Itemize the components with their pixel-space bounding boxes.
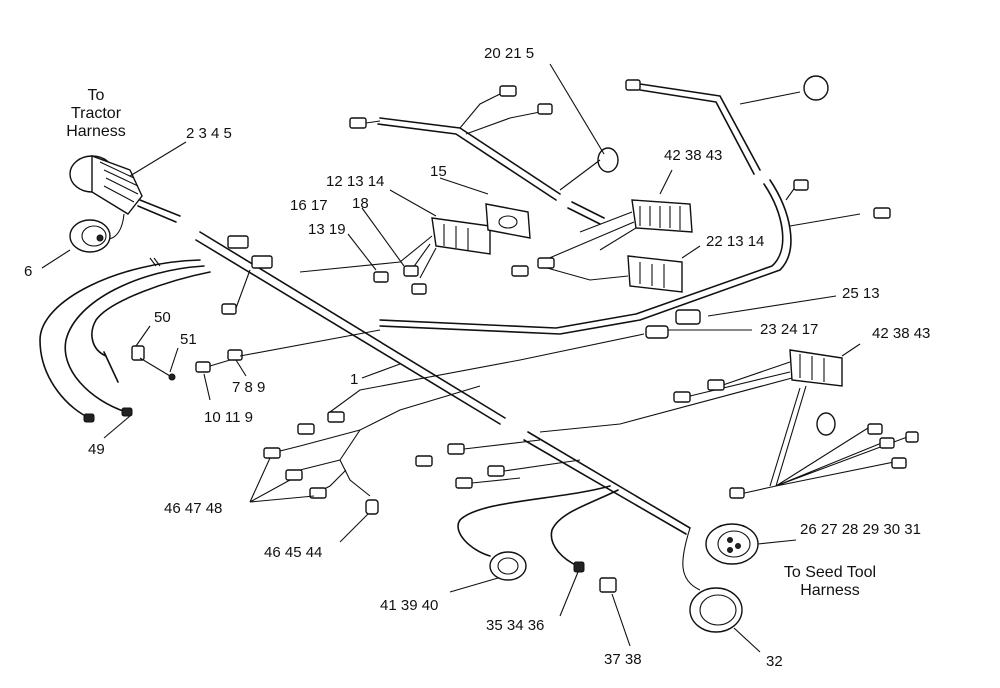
note-tractor-1: To — [88, 87, 105, 104]
right-upper-branch — [379, 75, 891, 335]
callout-15: 15 — [430, 163, 447, 180]
seed-tool-connector — [682, 523, 759, 633]
callout-1: 1 — [350, 371, 358, 388]
lower-branches — [457, 485, 619, 593]
connector-12 — [299, 217, 491, 279]
callout-51: 51 — [180, 331, 197, 348]
connector-22 — [539, 255, 683, 293]
note-seed-1: To Seed Tool — [784, 564, 876, 581]
callout-41-39-40: 41 39 40 — [380, 597, 438, 614]
callout-49: 49 — [88, 441, 105, 458]
note-tractor-2: Tractor — [71, 105, 122, 122]
main-trunk — [195, 231, 691, 535]
callout-42-38-43-mid: 42 38 43 — [872, 325, 930, 342]
callout-23-24-17: 23 24 17 — [760, 321, 818, 338]
left-loops — [39, 257, 211, 423]
annotation-text: To Tractor Harness To Seed Tool Harness … — [24, 45, 930, 670]
callout-50: 50 — [154, 309, 171, 326]
callout-46-45-44: 46 45 44 — [264, 544, 322, 561]
callout-16-17: 16 17 — [290, 197, 328, 214]
callout-10-11-9: 10 11 9 — [204, 409, 253, 426]
callout-42-38-43-top: 42 38 43 — [664, 147, 722, 164]
callout-26-31: 26 27 28 29 30 31 — [800, 521, 921, 538]
note-seed-2: Harness — [800, 582, 860, 599]
lower-center-connectors — [415, 439, 581, 489]
callout-46-47-48: 46 47 48 — [164, 500, 222, 517]
callout-7-8-9: 7 8 9 — [232, 379, 265, 396]
callout-18: 18 — [352, 195, 369, 212]
callout-22-13-14: 22 13 14 — [706, 233, 764, 250]
callout-6: 6 — [24, 263, 32, 280]
note-tractor-3: Harness — [66, 123, 126, 140]
callout-12-13-14: 12 13 14 — [326, 173, 384, 190]
small-connectors — [195, 235, 701, 413]
callout-2-3-4-5: 2 3 4 5 — [186, 125, 232, 142]
callout-32: 32 — [766, 653, 783, 670]
callout-37-38: 37 38 — [604, 651, 642, 668]
gasket-15 — [485, 203, 531, 239]
callout-25-13: 25 13 — [842, 285, 880, 302]
lower-left-branch — [263, 385, 481, 515]
connector-42-mid — [539, 349, 919, 499]
upper-branch — [349, 85, 619, 225]
callout-13-19: 13 19 — [308, 221, 346, 238]
leader-lines — [41, 63, 861, 653]
tractor-connector — [69, 154, 181, 253]
callout-20-21-5: 20 21 5 — [484, 45, 534, 62]
callout-35-34-36: 35 34 36 — [486, 617, 544, 634]
connector-42-top — [539, 199, 693, 263]
